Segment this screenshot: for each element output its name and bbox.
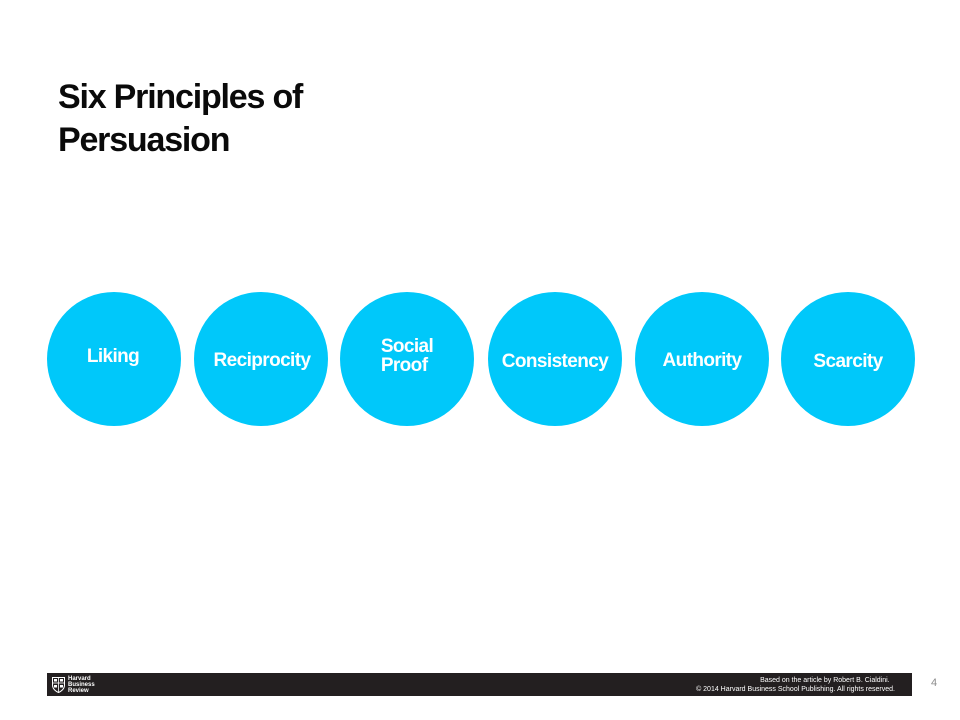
slide-title-line-2: Persuasion <box>58 121 231 159</box>
principle-label: Liking <box>86 345 140 367</box>
principle-label: Authority <box>662 349 742 371</box>
page-number: 4 <box>931 677 938 689</box>
logo-wordmark: Harvard Business Review <box>68 676 95 694</box>
slide-title-line-1: Six Principles of <box>58 78 303 116</box>
principle-circle-authority: Authority <box>635 292 769 426</box>
principle-circle-scarcity: Scarcity <box>781 292 915 426</box>
logo-line: Harvard <box>68 675 91 682</box>
logo-line: Business <box>68 681 95 688</box>
principle-label: Consistency <box>501 350 609 372</box>
footer-credits: Based on the article by Robert B. Cialdi… <box>696 676 895 694</box>
principle-circle-social-proof: Social Proof <box>340 292 474 426</box>
principle-circle-liking: Liking <box>47 292 181 426</box>
credit-line-copyright: © 2014 Harvard Business School Publishin… <box>696 686 895 693</box>
principle-circle-consistency: Consistency <box>488 292 622 426</box>
hbr-logo: Harvard Business Review <box>52 675 95 694</box>
credit-line-article: Based on the article by Robert B. Cialdi… <box>760 677 890 684</box>
shield-crest-icon <box>52 676 65 693</box>
principle-label: Social Proof <box>380 336 434 376</box>
logo-line: Review <box>68 687 89 694</box>
principle-label: Reciprocity <box>213 349 311 371</box>
principle-circle-reciprocity: Reciprocity <box>194 292 328 426</box>
slide-title: Six Principles of Persuasion <box>58 76 478 162</box>
principle-label: Scarcity <box>813 350 883 372</box>
footer-bar: Harvard Business Review Based on the art… <box>47 673 912 696</box>
